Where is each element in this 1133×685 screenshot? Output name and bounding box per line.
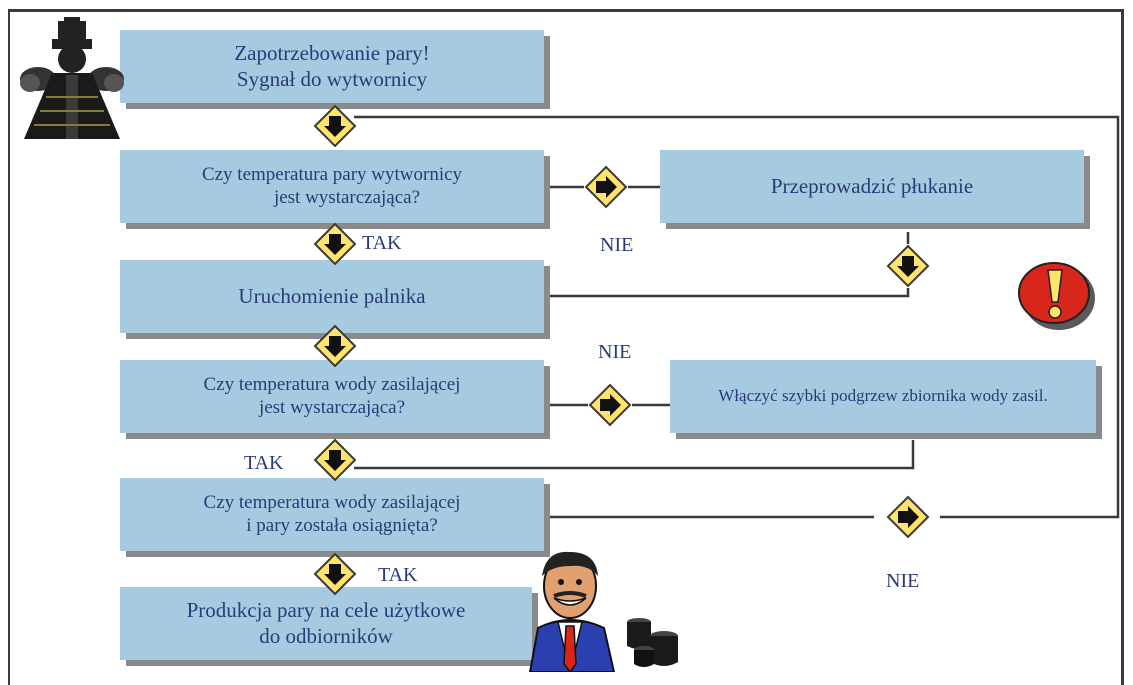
diamond-arrow-right-icon	[886, 495, 930, 539]
diamond-arrow-right-icon	[584, 165, 628, 209]
box-question-targets-reached: Czy temperatura wody zasilającej i pary …	[120, 478, 544, 551]
diamond-arrow-down-icon	[313, 438, 357, 482]
label-nie-water: NIE	[598, 341, 632, 363]
diamond-arrow-down-icon	[886, 244, 930, 288]
box-text-line: do odbiorników	[259, 623, 393, 648]
box-text-line: jest wystarczająca?	[258, 396, 406, 418]
diagram-frame	[8, 9, 1124, 685]
diamond-arrow-down-icon	[313, 324, 357, 368]
box-question-steam-temperature: Czy temperatura pary wytwornicy jest wys…	[120, 150, 544, 223]
diamond-arrow-down-icon	[313, 104, 357, 148]
locomotive-icon	[20, 17, 124, 139]
label-tak-targets: TAK	[378, 564, 418, 586]
label-tak-water: TAK	[244, 452, 284, 474]
box-text-line: Sygnał do wytwornicy	[236, 66, 428, 91]
coffee-cups-icon	[627, 618, 678, 667]
box-text-line: Przeprowadzić płukanie	[770, 173, 974, 198]
box-text-line: jest wystarczająca?	[273, 186, 421, 208]
heat-return-line	[354, 440, 915, 470]
box-text-line: i pary została osiągnięta?	[246, 514, 438, 536]
box-text-line: Czy temperatura wody zasilającej	[203, 373, 461, 395]
box-text-line: Czy temperatura pary wytwornicy	[201, 163, 463, 185]
label-nie-targets: NIE	[886, 570, 920, 592]
box-text-line: Uruchomienie palnika	[238, 283, 426, 308]
warning-exclamation-icon	[1018, 262, 1095, 330]
box-text-line: Zapotrzebowanie pary!	[234, 41, 430, 66]
box-question-water-temperature: Czy temperatura wody zasilającej jest wy…	[120, 360, 544, 433]
return-loop-line	[354, 115, 1120, 519]
box-text-line: Włączyć szybki podgrzew zbiornika wody z…	[718, 386, 1048, 406]
flush-return-line	[540, 288, 910, 298]
businessman-icon	[528, 551, 616, 672]
box-text-line: Produkcja pary na cele użytkowe	[186, 598, 466, 623]
box-burner-start: Uruchomienie palnika	[120, 260, 544, 333]
box-fast-heating: Włączyć szybki podgrzew zbiornika wody z…	[670, 360, 1096, 433]
diamond-arrow-down-icon	[313, 222, 357, 266]
box-flushing: Przeprowadzić płukanie	[660, 150, 1084, 223]
label-tak-steam: TAK	[362, 232, 402, 254]
box-steam-demand: Zapotrzebowanie pary! Sygnał do wytworni…	[120, 30, 544, 103]
label-nie-steam: NIE	[600, 234, 634, 256]
box-steam-production: Produkcja pary na cele użytkowe do odbio…	[120, 587, 532, 660]
diamond-arrow-down-icon	[313, 552, 357, 596]
box-text-line: Czy temperatura wody zasilającej	[203, 491, 461, 513]
diamond-arrow-right-icon	[588, 383, 632, 427]
